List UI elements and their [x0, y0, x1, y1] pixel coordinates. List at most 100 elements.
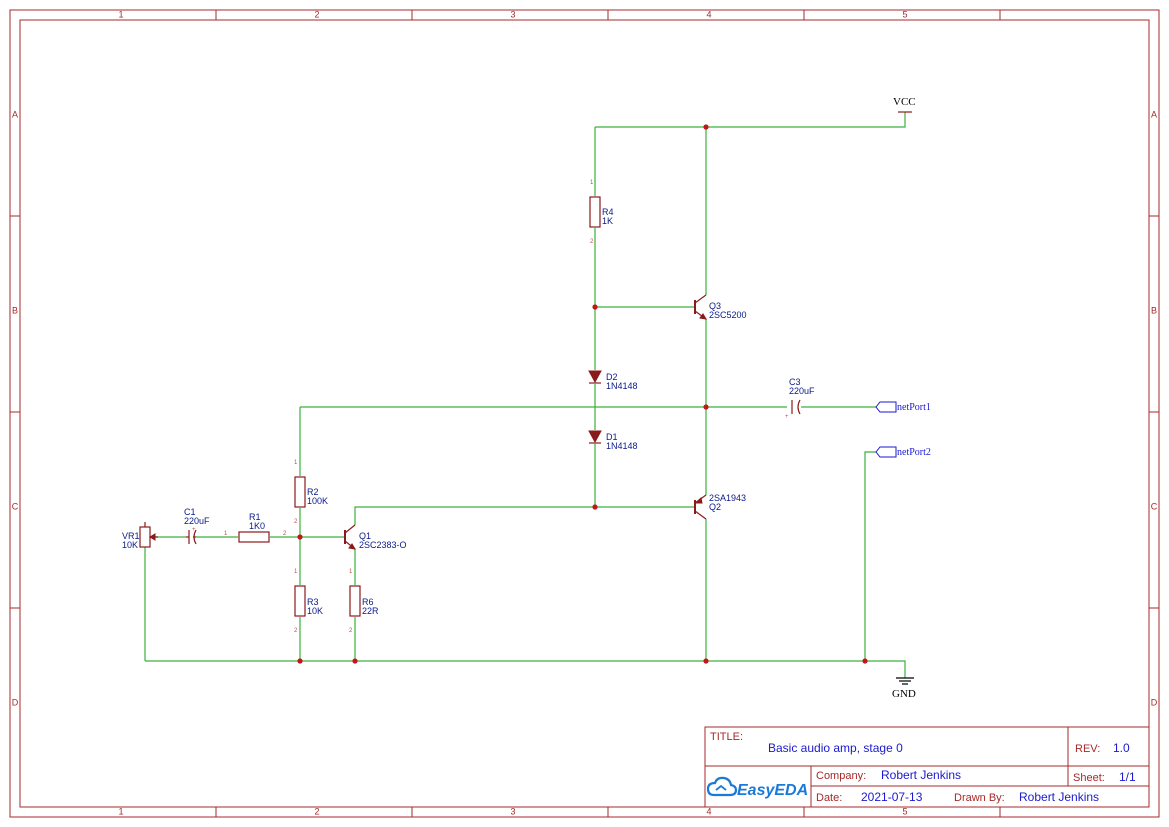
junction-dot — [297, 534, 303, 540]
row-label-b-right: B — [1151, 305, 1157, 315]
r4-value: 1K — [602, 216, 613, 226]
diode-d2[interactable]: D2 1N4148 — [588, 370, 638, 391]
col-label-5-top: 5 — [902, 9, 907, 19]
sheet-label: Sheet: — [1073, 772, 1105, 784]
pin-number: 1 — [590, 180, 594, 186]
date-value: 2021-07-13 — [861, 790, 923, 804]
pin-number: 2 — [294, 519, 298, 525]
net-port-1-label: netPort1 — [897, 402, 931, 413]
company-value: Robert Jenkins — [881, 768, 961, 782]
junction-dot — [592, 304, 598, 310]
row-label-b-left: B — [12, 305, 18, 315]
junction-dot — [703, 658, 709, 664]
r3-value: 10K — [307, 606, 323, 616]
c3-value: 220uF — [789, 386, 815, 396]
pin-number: 1 — [349, 569, 353, 575]
q2-ref: Q2 — [709, 502, 721, 512]
gnd-symbol: GND — [892, 677, 916, 700]
easyeda-logo: EasyEDA — [706, 776, 808, 799]
rev-label: REV: — [1075, 743, 1100, 755]
d1-ref: D1 — [606, 432, 618, 442]
net-port-2-label: netPort2 — [897, 447, 931, 458]
c1-ref: C1 — [184, 507, 196, 517]
pin-number: 2 — [283, 531, 287, 537]
r1-value: 1K0 — [249, 521, 265, 531]
q3-ref: Q3 — [709, 301, 721, 311]
cloud-icon — [706, 776, 738, 797]
r6-ref: R6 — [362, 597, 374, 607]
drawing-frame: 1 2 3 4 5 1 2 3 4 5 A B C D A B C D — [9, 9, 1160, 818]
pin-number: 1 — [294, 460, 298, 466]
q1-value: 2SC2383-O — [359, 540, 407, 550]
q3-value: 2SC5200 — [709, 310, 747, 320]
sheet-value: 1/1 — [1119, 770, 1136, 784]
row-label-a-right: A — [1151, 109, 1157, 119]
junctions — [297, 124, 868, 664]
vr1-value: 10K — [122, 540, 138, 550]
col-label-1-bottom: 1 — [118, 806, 123, 816]
junction-dot — [297, 658, 303, 664]
capacitor-c1[interactable]: + C1 220uF — [184, 507, 210, 545]
resistor-r6[interactable]: 1 2 R6 22R — [349, 569, 379, 634]
col-label-3-bottom: 3 — [510, 806, 515, 816]
resistor-r1[interactable]: 1 2 R1 1K0 — [224, 512, 287, 543]
vr1-ref: VR1 — [122, 531, 140, 541]
title-block: TITLE: Basic audio amp, stage 0 REV: 1.0… — [704, 726, 1150, 808]
rev-value: 1.0 — [1113, 741, 1130, 755]
row-label-d-left: D — [12, 697, 19, 707]
d2-ref: D2 — [606, 372, 618, 382]
net-port-2[interactable]: netPort2 — [875, 446, 931, 458]
junction-dot — [592, 504, 598, 510]
resistor-r3[interactable]: 1 2 R3 10K — [294, 569, 323, 634]
resistor-r4[interactable]: 1 2 R4 1K — [589, 180, 614, 245]
potentiometer-vr1[interactable]: VR1 10K — [122, 522, 158, 550]
vcc-label: VCC — [893, 96, 916, 108]
pin-number: 2 — [294, 628, 298, 634]
r1-ref: R1 — [249, 512, 261, 522]
pin-number: 2 — [349, 628, 353, 634]
plus-sign: + — [192, 527, 196, 533]
junction-dot — [703, 124, 709, 130]
vcc-symbol: VCC — [893, 96, 916, 113]
pin-number: 2 — [590, 239, 594, 245]
drawn-by-value: Robert Jenkins — [1019, 790, 1099, 804]
col-label-1-top: 1 — [118, 9, 123, 19]
r2-value: 100K — [307, 496, 328, 506]
company-label: Company: — [816, 770, 866, 782]
diode-d1[interactable]: D1 1N4148 — [588, 430, 638, 451]
row-label-c-right: C — [1151, 501, 1158, 511]
junction-dot — [352, 658, 358, 664]
col-label-4-top: 4 — [706, 9, 711, 19]
capacitor-c3[interactable]: + C3 220uF — [785, 377, 815, 420]
pin-number: 1 — [224, 531, 228, 537]
transistor-q2[interactable]: 2SA1943 Q2 — [694, 493, 746, 520]
c3-ref: C3 — [789, 377, 801, 387]
pin-number: 1 — [294, 569, 298, 575]
r6-value: 22R — [362, 606, 379, 616]
q2-value: 2SA1943 — [709, 493, 746, 503]
r4-ref: R4 — [602, 207, 614, 217]
net-port-1[interactable]: netPort1 — [875, 401, 931, 413]
logo-text: EasyEDA — [737, 782, 808, 799]
title-value: Basic audio amp, stage 0 — [768, 741, 903, 755]
resistor-r2[interactable]: 1 2 R2 100K — [294, 460, 328, 525]
r2-ref: R2 — [307, 487, 319, 497]
q1-ref: Q1 — [359, 531, 371, 541]
plus-sign: + — [785, 414, 789, 420]
gnd-label: GND — [892, 688, 916, 700]
junction-dot — [703, 404, 709, 410]
drawn-by-label: Drawn By: — [954, 792, 1005, 804]
transistor-q1[interactable]: Q1 2SC2383-O — [344, 524, 407, 550]
date-label: Date: — [816, 792, 842, 804]
transistor-q3[interactable]: Q3 2SC5200 — [694, 294, 747, 320]
col-label-4-bottom: 4 — [706, 806, 711, 816]
d2-value: 1N4148 — [606, 381, 638, 391]
title-label: TITLE: — [710, 731, 743, 743]
d1-value: 1N4148 — [606, 441, 638, 451]
row-label-c-left: C — [12, 501, 19, 511]
row-label-d-right: D — [1151, 697, 1158, 707]
c1-value: 220uF — [184, 516, 210, 526]
row-label-a-left: A — [12, 109, 18, 119]
col-label-2-bottom: 2 — [314, 806, 319, 816]
